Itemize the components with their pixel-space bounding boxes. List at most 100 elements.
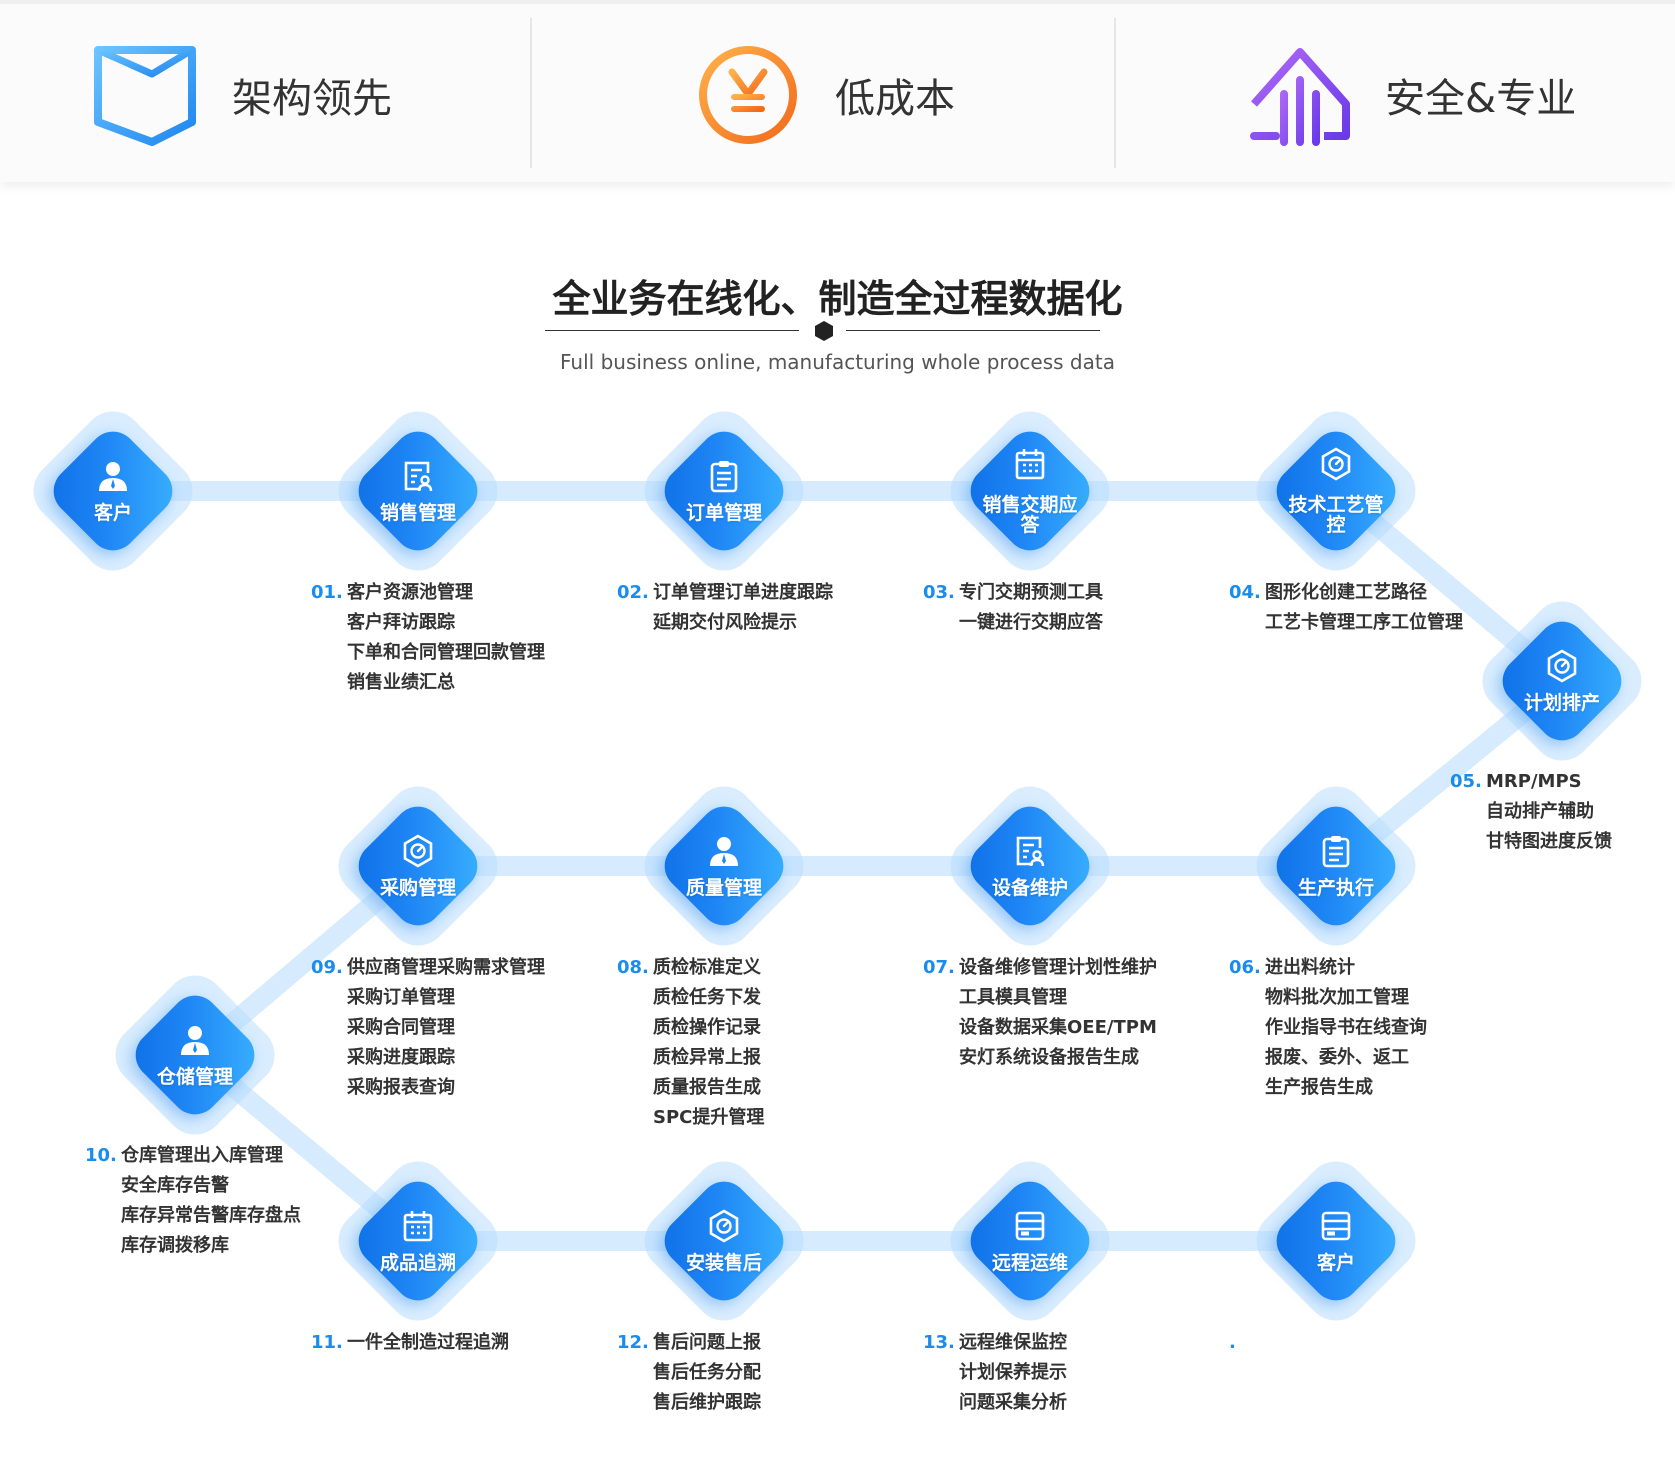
description-line: 客户资源池管理 bbox=[347, 582, 473, 603]
description-line: 售后维护跟踪 bbox=[653, 1392, 761, 1413]
description-line: 库存异常告警库存盘点 bbox=[121, 1205, 301, 1226]
step-number: 09. bbox=[311, 957, 343, 978]
description-line: 自动排产辅助 bbox=[1486, 801, 1594, 822]
description-line: 工具模具管理 bbox=[959, 987, 1067, 1008]
feature-architecture: 架构领先 bbox=[0, 4, 530, 182]
description-line: 专门交期预测工具 bbox=[959, 582, 1103, 603]
description-13: 13. 远程维保监控 计划保养提示 问题采集分析 bbox=[923, 1328, 1067, 1418]
description-line: 进出料统计 bbox=[1265, 957, 1355, 978]
description-11: 11. 一件全制造过程追溯 bbox=[311, 1328, 509, 1358]
node-label: 远程运维 bbox=[991, 1252, 1068, 1274]
description-line: 作业指导书在线查询 bbox=[1265, 1017, 1427, 1038]
description-line: 工艺卡管理工序工位管理 bbox=[1265, 612, 1463, 633]
description-line: 客户拜访跟踪 bbox=[347, 612, 455, 633]
description-line: 质检异常上报 bbox=[653, 1047, 761, 1068]
divider bbox=[1114, 18, 1116, 168]
description-line: 问题采集分析 bbox=[959, 1392, 1067, 1413]
gauge-hex-icon bbox=[1321, 447, 1351, 481]
description-line: 一键进行交期应答 bbox=[959, 612, 1103, 633]
node-label: 客户 bbox=[93, 502, 132, 524]
node-warehouse-management[interactable]: 仓储管理 bbox=[103, 963, 287, 1147]
node-diamond bbox=[1266, 421, 1406, 561]
node-order-management[interactable]: 订单管理 bbox=[632, 399, 816, 583]
description-line: 远程维保监控 bbox=[959, 1332, 1067, 1353]
title-rule-left bbox=[545, 330, 799, 331]
shield-house-icon bbox=[1250, 48, 1350, 146]
description-line: 质检标准定义 bbox=[653, 957, 761, 978]
description-09: 09. 供应商管理采购需求管理 采购订单管理 采购合同管理 采购进度跟踪 采购报… bbox=[311, 953, 545, 1103]
description-04: 04. 图形化创建工艺路径 工艺卡管理工序工位管理 bbox=[1229, 578, 1463, 638]
step-number: 06. bbox=[1229, 957, 1261, 978]
node-label: 客户 bbox=[1316, 1252, 1355, 1274]
node-product-traceability[interactable]: 成品追溯 bbox=[326, 1149, 510, 1333]
description-line: 延期交付风险提示 bbox=[653, 612, 797, 633]
description-line: 安灯系统设备报告生成 bbox=[959, 1047, 1139, 1068]
window-icon bbox=[1321, 1211, 1351, 1241]
feature-label: 安全&专业 bbox=[1385, 76, 1577, 122]
node-sales-delivery-response[interactable]: 销售交期应答 bbox=[938, 399, 1122, 583]
step-number: 10. bbox=[85, 1145, 117, 1166]
node-process-control[interactable]: 技术工艺管控 bbox=[1244, 399, 1428, 583]
description-line: SPC提升管理 bbox=[653, 1107, 765, 1128]
user-icon bbox=[181, 1026, 209, 1055]
description-line: 计划保养提示 bbox=[959, 1362, 1067, 1383]
node-production-scheduling[interactable]: 计划排产 bbox=[1470, 589, 1654, 773]
node-label: 成品追溯 bbox=[379, 1252, 456, 1274]
node-label: 安装售后 bbox=[685, 1252, 762, 1274]
feature-low-cost: 低成本 bbox=[532, 4, 1114, 182]
feature-bar: 架构领先 低成本 安全&专业 bbox=[0, 0, 1675, 182]
calendar-icon bbox=[403, 1211, 433, 1242]
description-line: 质检任务下发 bbox=[653, 987, 761, 1008]
node-diamond bbox=[960, 421, 1100, 561]
node-equipment-maintenance[interactable]: 设备维护 bbox=[938, 774, 1122, 958]
form-user-icon bbox=[1016, 836, 1045, 867]
node-installation-after-sales[interactable]: 安装售后 bbox=[632, 1149, 816, 1333]
calendar-icon bbox=[1015, 449, 1045, 480]
cube-icon bbox=[94, 46, 196, 146]
description-line: 安全库存告警 bbox=[121, 1175, 229, 1196]
description-08: 08. 质检标准定义 质检任务下发 质检操作记录 质检异常上报 质量报告生成 S… bbox=[617, 953, 764, 1133]
node-sales-management[interactable]: 销售管理 bbox=[326, 399, 510, 583]
step-number: 05. bbox=[1450, 771, 1482, 792]
node-label: 采购管理 bbox=[379, 877, 456, 899]
user-icon bbox=[99, 462, 127, 491]
yen-coin-icon bbox=[699, 46, 797, 144]
step-number: 02. bbox=[617, 582, 649, 603]
step-number: 04. bbox=[1229, 582, 1261, 603]
description-12: 12. 售后问题上报 售后任务分配 售后维护跟踪 bbox=[617, 1328, 761, 1418]
node-production-execution[interactable]: 生产执行 bbox=[1244, 774, 1428, 958]
description-10: 10. 仓库管理出入库管理 安全库存告警 库存异常告警库存盘点 库存调拨移库 bbox=[85, 1141, 301, 1261]
step-number: 13. bbox=[923, 1332, 955, 1353]
divider bbox=[530, 18, 532, 168]
node-label: 计划排产 bbox=[1523, 692, 1600, 714]
description-line: 采购进度跟踪 bbox=[347, 1047, 455, 1068]
node-customer-end[interactable]: 客户 bbox=[1244, 1149, 1428, 1333]
description-02: 02. 订单管理订单进度跟踪 延期交付风险提示 bbox=[617, 578, 833, 638]
description-07: 07. 设备维修管理计划性维护 工具模具管理 设备数据采集OEE/TPM 安灯系… bbox=[923, 953, 1157, 1073]
description-line: 设备维修管理计划性维护 bbox=[959, 957, 1157, 978]
description-01: 01. 客户资源池管理 客户拜访跟踪 下单和合同管理回款管理 销售业绩汇总 bbox=[311, 578, 545, 698]
node-label: 仓储管理 bbox=[156, 1066, 233, 1088]
node-quality-management[interactable]: 质量管理 bbox=[632, 774, 816, 958]
description-line: 销售业绩汇总 bbox=[347, 672, 455, 693]
page-subtitle: Full business online, manufacturing whol… bbox=[560, 350, 1115, 374]
gauge-hex-icon bbox=[1547, 649, 1577, 683]
user-icon bbox=[710, 837, 738, 866]
node-label: 生产执行 bbox=[1297, 877, 1374, 899]
description-line: 一件全制造过程追溯 bbox=[347, 1332, 509, 1353]
node-label: 设备维护 bbox=[991, 877, 1068, 899]
clipboard-icon bbox=[1322, 836, 1350, 868]
description-line: 下单和合同管理回款管理 bbox=[347, 642, 545, 663]
node-label: 销售交期应答 bbox=[982, 494, 1078, 536]
description-line: 报废、委外、返工 bbox=[1265, 1047, 1409, 1068]
node-remote-operations[interactable]: 远程运维 bbox=[938, 1149, 1122, 1333]
description-line: 供应商管理采购需求管理 bbox=[347, 957, 545, 978]
description-line: 设备数据采集OEE/TPM bbox=[959, 1017, 1157, 1038]
node-customer[interactable]: 客户 bbox=[21, 399, 205, 583]
description-line: 质检操作记录 bbox=[653, 1017, 761, 1038]
description-line: 物料批次加工管理 bbox=[1265, 987, 1409, 1008]
node-procurement-management[interactable]: 采购管理 bbox=[326, 774, 510, 958]
node-label: 订单管理 bbox=[685, 502, 762, 524]
node-label: 质量管理 bbox=[685, 877, 762, 899]
description-line: 图形化创建工艺路径 bbox=[1265, 582, 1427, 603]
